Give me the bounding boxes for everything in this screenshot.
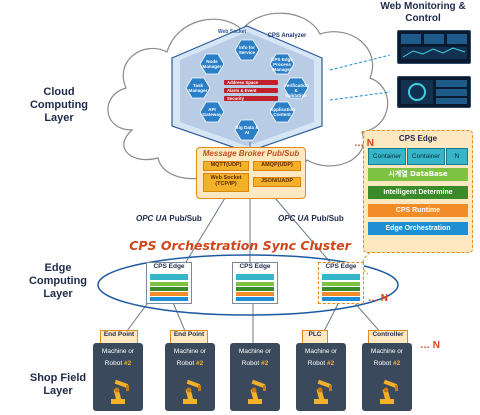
machine-label: Machine or (173, 348, 207, 355)
edge-db-bar (236, 282, 274, 286)
detail-container: Container (407, 148, 445, 165)
dashboard-graphic (401, 34, 467, 59)
cloud-layer-label: Cloud Computing Layer (29, 86, 89, 124)
detail-n-more: … N (354, 138, 375, 149)
broker-json: JSON/UADP (253, 177, 301, 187)
robot-arm-icon (314, 379, 332, 404)
machine-label: Machine or (238, 348, 272, 355)
edge-intel-bar (236, 287, 274, 291)
shop-layer-label: Shop Field Layer (29, 372, 87, 397)
detail-container: Container (368, 148, 406, 165)
edge-n-label: N (380, 293, 389, 304)
edge-node-title: CPS Edge (153, 263, 185, 270)
analyzer-side-label: Web Socket (217, 29, 247, 35)
machine-robot-card: Machine or Robot #2 (230, 343, 280, 411)
opc-pubsub-right: OPC UA Pub/Sub (278, 214, 344, 223)
pubsub-label: Pub/Sub (169, 214, 202, 223)
robot-arm-icon (248, 379, 266, 404)
edge-container-bar (322, 274, 360, 280)
edge-n-more: … N (368, 293, 389, 304)
detail-n-label: N (366, 138, 375, 149)
edge-orch-bar (236, 297, 274, 301)
broker-title: Message Broker Pub/Sub (202, 149, 300, 158)
controller-tag: Controller (368, 330, 408, 344)
address-space: Address Space (224, 80, 278, 85)
robot-label: Robot #2 (176, 360, 204, 367)
robot-arm-icon (183, 379, 201, 404)
cluster-title: CPS Orchestration Sync Cluster (129, 238, 351, 253)
machine-robot-card: Machine or Robot #2 (93, 343, 143, 411)
edge-node-title: CPS Edge (239, 263, 271, 270)
edge-orch-bar (322, 297, 360, 301)
cps-edge-detail: CPS Edge Container Container N 시계열 DataB… (363, 130, 473, 253)
dashboard-graphic-2 (401, 80, 467, 104)
node-application: Application Content (270, 107, 296, 117)
shop-n-label: N (432, 340, 441, 351)
plc-tag: PLC (302, 330, 328, 344)
machine-label: Machine or (304, 348, 338, 355)
edge-orch-bar (150, 297, 188, 301)
robot-arm-icon (111, 379, 129, 404)
pubsub-label: Pub/Sub (311, 214, 344, 223)
edge-runtime-bar (150, 292, 188, 296)
node-api-gateway: API Gateway (202, 107, 222, 117)
edge-intel-bar (150, 287, 188, 291)
robot-label: Robot #2 (104, 360, 132, 367)
detail-cps-runtime: CPS Runtime (368, 204, 468, 217)
web-monitoring-title: Web Monitoring & Control (380, 1, 466, 24)
edge-container-bar (150, 274, 188, 280)
broker-amqp: AMQP(UDP) (253, 161, 301, 171)
robot-arm-icon (380, 379, 398, 404)
message-broker: Message Broker Pub/Sub MQTT(UDP) AMQP(UD… (196, 147, 306, 199)
broker-mqtt: MQTT(UDP) (203, 161, 249, 171)
edge-db-bar (150, 282, 188, 286)
security: Security (224, 96, 278, 101)
machine-label: Machine or (370, 348, 404, 355)
broker-websocket: Web Socket (TCP/IP) (203, 173, 249, 192)
node-task-manager: Task Manager (188, 83, 208, 93)
opc-ua-logo: OPC UA (136, 214, 168, 223)
node-verification: Verification & Validation (284, 83, 309, 98)
edge-layer-label: Edge Computing Layer (28, 262, 88, 300)
detail-edge-orchestration: Edge Orchestration (368, 222, 468, 235)
machine-robot-card: Machine or Robot #2 (362, 343, 412, 411)
endpoint-tag: End Point (100, 330, 138, 344)
edge-node-title: CPS Edge (325, 263, 357, 270)
detail-container-n: N (446, 148, 468, 165)
edge-db-bar (322, 282, 360, 286)
edge-runtime-bar (236, 292, 274, 296)
node-node-manager: Node Manager (202, 59, 222, 69)
monitor-screen-1 (397, 30, 471, 64)
endpoint-tag: End Point (170, 330, 208, 344)
edge-node: CPS Edge (318, 262, 364, 304)
robot-label: Robot #2 (307, 360, 335, 367)
cps-analyzer: CPS Analyzer Web Socket Node Manager Tas… (166, 22, 328, 154)
shop-n-more: … N (420, 340, 441, 351)
edge-node: CPS Edge (146, 262, 192, 304)
detail-title: CPS Edge (398, 134, 438, 143)
detail-intelligent-determine: Intelligent Determine (368, 186, 468, 199)
robot-label: Robot #2 (373, 360, 401, 367)
machine-robot-card: Machine or Robot #2 (296, 343, 346, 411)
edge-runtime-bar (322, 292, 360, 296)
monitor-screen-2 (397, 76, 471, 108)
machine-robot-card: Machine or Robot #2 (165, 343, 215, 411)
robot-label: Robot #2 (241, 360, 269, 367)
detail-timeseries-db: 시계열 DataBase (368, 168, 468, 181)
edge-node: CPS Edge (232, 262, 278, 304)
edge-intel-bar (322, 287, 360, 291)
alarm-event: Alarm & Event (224, 88, 278, 93)
edge-container-bar (236, 274, 274, 280)
node-bigdata: Big Data & AI (235, 125, 259, 135)
opc-ua-logo: OPC UA (278, 214, 310, 223)
opc-pubsub-left: OPC UA Pub/Sub (136, 214, 202, 223)
node-info-service: Info for Service (238, 45, 256, 55)
analyzer-title: CPS Analyzer (267, 33, 307, 39)
machine-label: Machine or (101, 348, 135, 355)
node-edge-process: CPS Edge Process Manager (271, 57, 293, 72)
